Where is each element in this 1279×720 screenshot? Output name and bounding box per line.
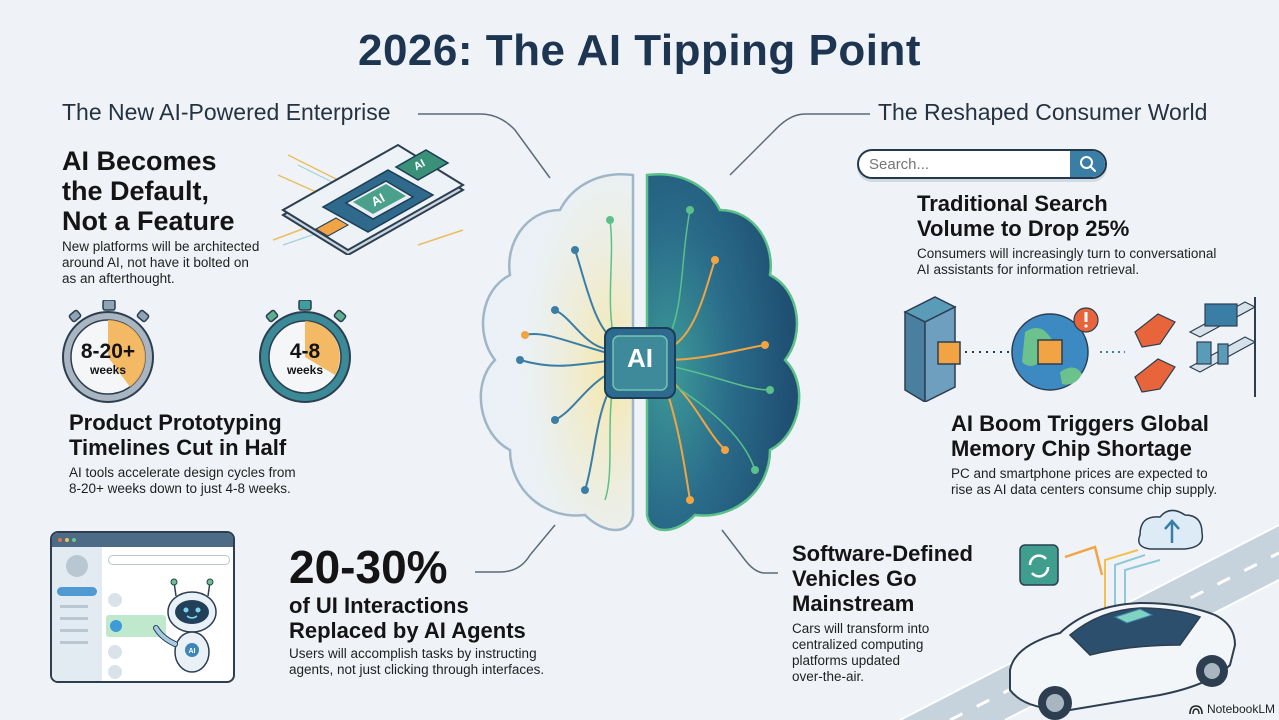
price-tag-icon — [1134, 313, 1176, 393]
ai-chip-board-icon: AI AI — [272, 143, 465, 255]
heading-line: AI Boom Triggers Global — [951, 411, 1209, 436]
notebooklm-logo-icon — [1189, 704, 1203, 714]
svg-text:AI: AI — [189, 648, 196, 655]
stopwatch-teal-icon — [259, 300, 351, 403]
stopwatch-teal-unit: weeks — [286, 363, 324, 377]
ai-default-card: AI Becomes the Default, Not a Feature Ne… — [62, 146, 259, 287]
robot-agent-ui-icon: AI — [50, 531, 235, 683]
notebooklm-brand: NotebookLM — [1189, 702, 1275, 716]
mock-sidebar — [52, 547, 102, 681]
chip-shortage-heading: AI Boom Triggers Global Memory Chip Shor… — [951, 411, 1217, 461]
heading-line: Replaced by AI Agents — [289, 618, 526, 643]
heading-line: Not a Feature — [62, 206, 235, 236]
vehicles-body: Cars will transform into centralized com… — [792, 621, 973, 685]
search-input[interactable] — [859, 151, 1070, 177]
car-icon — [1009, 601, 1237, 720]
search-bar[interactable] — [857, 149, 1107, 179]
body-line: platforms updated — [792, 653, 901, 668]
chip-shortage-card: AI Boom Triggers Global Memory Chip Shor… — [951, 411, 1217, 498]
globe-chip-icon — [1011, 313, 1089, 391]
cloud-upload-icon — [1138, 509, 1204, 550]
heading-line: Traditional Search — [917, 191, 1108, 216]
sync-icon — [1019, 544, 1059, 586]
prototyping-heading: Product Prototyping Timelines Cut in Hal… — [69, 410, 296, 460]
vehicles-heading: Software-Defined Vehicles Go Mainstream — [792, 541, 973, 616]
ui-agents-body: Users will accomplish tasks by instructi… — [289, 646, 544, 678]
right-section-label: The Reshaped Consumer World — [878, 99, 1208, 125]
left-section-label: The New AI-Powered Enterprise — [62, 99, 391, 125]
vehicles-card: Software-Defined Vehicles Go Mainstream … — [792, 541, 973, 685]
search-drop-heading: Traditional Search Volume to Drop 25% — [917, 191, 1216, 241]
brand-label: NotebookLM — [1206, 702, 1275, 716]
brain-circuit-icon — [479, 172, 801, 532]
heading-line: Timelines Cut in Half — [69, 435, 287, 460]
body-line: around AI, not have it bolted on — [62, 255, 249, 270]
heading-line: Software-Defined — [792, 541, 973, 566]
heading-line: the Default, — [62, 176, 210, 206]
search-button[interactable] — [1070, 151, 1105, 177]
ui-agents-heading: of UI Interactions Replaced by AI Agents — [289, 593, 544, 643]
chip-shortage-illustration — [903, 296, 1257, 402]
server-rack-icon — [903, 296, 961, 402]
chip-shortage-body: PC and smartphone prices are expected to… — [951, 466, 1217, 498]
car-road-illustration — [899, 509, 1279, 720]
ai-default-heading: AI Becomes the Default, Not a Feature — [62, 146, 259, 236]
robot-icon: AI — [153, 578, 217, 673]
body-line: AI tools accelerate design cycles from — [69, 465, 296, 480]
body-line: centralized computing — [792, 637, 924, 652]
check-icon — [110, 620, 122, 632]
mock-search — [108, 555, 230, 565]
ui-agents-stat: 20-30% — [289, 541, 448, 593]
heading-line: Memory Chip Shortage — [951, 436, 1192, 461]
body-line: agents, not just clicking through interf… — [289, 662, 545, 677]
stopwatch-gray-icon — [62, 300, 154, 403]
prototyping-card: Product Prototyping Timelines Cut in Hal… — [69, 410, 296, 497]
prototyping-body: AI tools accelerate design cycles from 8… — [69, 465, 296, 497]
body-line: AI assistants for information retrieval. — [917, 262, 1140, 277]
body-line: Users will accomplish tasks by instructi… — [289, 646, 537, 661]
search-icon — [1079, 156, 1096, 172]
device-shelf-icon — [1188, 297, 1257, 397]
heading-line: AI Becomes — [62, 146, 217, 176]
svg-text:AI: AI — [412, 157, 427, 173]
body-line: Cars will transform into — [792, 621, 930, 636]
heading-line: Mainstream — [792, 591, 915, 616]
heading-line: of UI Interactions — [289, 593, 469, 618]
body-line: 8-20+ weeks down to just 4-8 weeks. — [69, 481, 291, 496]
heading-line: Vehicles Go — [792, 566, 917, 591]
stopwatch-gray-unit: weeks — [89, 363, 127, 377]
heading-line: Volume to Drop 25% — [917, 216, 1130, 241]
heading-line: Product Prototyping — [69, 410, 282, 435]
ui-agents-card: 20-30% of UI Interactions Replaced by AI… — [289, 543, 544, 678]
search-drop-body: Consumers will increasingly turn to conv… — [917, 246, 1216, 278]
body-line: Consumers will increasingly turn to conv… — [917, 246, 1217, 261]
stopwatch-gray-value: 8-20+ — [80, 340, 136, 363]
body-line: New platforms will be architected — [62, 239, 260, 254]
window-titlebar — [52, 533, 233, 547]
body-line: as an afterthought. — [62, 271, 175, 286]
body-line: rise as AI data centers consume chip sup… — [951, 482, 1218, 497]
ai-default-body: New platforms will be architected around… — [62, 239, 259, 287]
mock-selected-row — [106, 615, 166, 637]
search-drop-card: Traditional Search Volume to Drop 25% Co… — [917, 191, 1216, 278]
page-title: 2026: The AI Tipping Point — [357, 26, 922, 75]
svg-text:AI: AI — [369, 190, 388, 209]
body-line: over-the-air. — [792, 669, 865, 684]
body-line: PC and smartphone prices are expected to — [951, 466, 1208, 481]
center-chip-label: AI — [627, 343, 653, 373]
stopwatch-teal-value: 4-8 — [289, 340, 321, 363]
alert-icon — [1073, 307, 1099, 333]
